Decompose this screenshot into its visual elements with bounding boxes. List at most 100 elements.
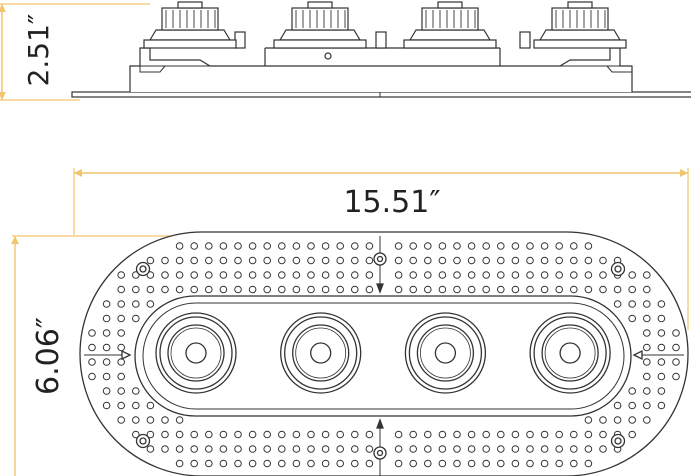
perforation-dot	[584, 285, 593, 294]
perforation-dot	[409, 271, 418, 279]
perforation-dot	[643, 343, 651, 352]
perforation-dot	[102, 300, 111, 308]
side-screw-hole	[324, 52, 332, 60]
perforation-dot	[394, 445, 403, 453]
perforation-dot	[117, 300, 125, 308]
perforation-dot	[628, 401, 637, 410]
perforation-dot	[365, 445, 374, 453]
perforation-dot	[497, 242, 505, 250]
perforation-dot	[511, 271, 520, 279]
perforation-dot	[292, 459, 301, 468]
perforation-dot	[248, 256, 257, 265]
mounting-hole	[610, 433, 626, 449]
perforation-dot	[628, 387, 637, 395]
perforation-dot	[570, 271, 578, 279]
perforation-dot	[409, 459, 418, 468]
perforation-dot	[205, 430, 213, 439]
perforation-dot	[175, 416, 184, 424]
perforation-dot	[292, 242, 301, 250]
perforation-dot	[175, 271, 184, 279]
perforation-dot	[409, 242, 418, 250]
mounting-hole	[135, 433, 151, 449]
top-trim-inner	[142, 302, 625, 410]
perforation-dot	[146, 256, 155, 265]
perforation-dot	[248, 445, 257, 453]
perforation-dot	[570, 285, 578, 294]
perforation-dot	[146, 271, 155, 279]
perforation-dot	[409, 430, 418, 439]
perforation-dot	[453, 242, 461, 250]
perforation-dot	[321, 271, 330, 279]
perforation-dot	[672, 329, 680, 337]
perforation-dot	[351, 271, 359, 279]
perforation-dot	[365, 242, 374, 250]
perforation-dot	[643, 387, 651, 395]
perforation-dot	[307, 430, 315, 439]
perforation-dot	[292, 256, 301, 265]
perforation-dot	[482, 445, 491, 453]
perforation-dot	[497, 445, 505, 453]
perforation-dot	[336, 445, 345, 453]
perforation-dot	[555, 271, 564, 279]
perforation-dot	[234, 271, 242, 279]
perforation-dot	[219, 242, 228, 250]
perforation-dot	[248, 459, 257, 468]
perforation-dot	[132, 430, 140, 439]
perforation-dot	[526, 242, 534, 250]
perforation-dot	[584, 416, 593, 424]
perforation-dot	[321, 285, 330, 294]
perforation-dot	[599, 430, 607, 439]
perforation-dot	[132, 314, 140, 323]
perforation-dot	[453, 271, 461, 279]
perforation-dot	[132, 401, 140, 410]
perforation-dot	[628, 314, 637, 323]
perforation-dot	[248, 285, 257, 294]
perforation-dot	[263, 285, 272, 294]
perforation-dot	[219, 459, 228, 468]
perforation-dot	[657, 372, 666, 381]
perforation-dot	[307, 459, 315, 468]
perforation-dot	[88, 358, 96, 366]
perforation-dot	[219, 445, 228, 453]
perforation-dot	[453, 256, 461, 265]
perforation-dot	[292, 445, 301, 453]
perforation-dot	[453, 445, 461, 453]
side-housing	[129, 47, 633, 92]
perforation-dot	[365, 430, 374, 439]
perforation-dot	[205, 285, 213, 294]
perforation-dot	[307, 242, 315, 250]
perforation-dot	[278, 285, 286, 294]
perforation-dot	[190, 430, 198, 439]
perforation-dot	[657, 314, 666, 323]
perforation-dot	[482, 430, 491, 439]
perforation-dot	[278, 445, 286, 453]
perforation-dot	[117, 358, 125, 366]
perforation-dot	[540, 445, 549, 453]
perforation-dot	[438, 430, 447, 439]
perforation-dot	[599, 416, 607, 424]
perforation-dot	[511, 285, 520, 294]
perforation-dot	[409, 445, 418, 453]
perforation-dot	[555, 285, 564, 294]
perforation-dot	[117, 416, 125, 424]
perforation-dot	[132, 300, 140, 308]
perforation-dot	[628, 416, 637, 424]
perforation-dot	[497, 285, 505, 294]
perforation-dot	[394, 271, 403, 279]
perforation-dot	[657, 343, 666, 352]
perforation-dot	[190, 242, 198, 250]
perforation-dot	[351, 430, 359, 439]
perforation-dot	[584, 459, 593, 468]
top-height-label: 6.06″	[31, 317, 66, 395]
mounting-hole	[610, 261, 626, 277]
perforation-dot	[292, 430, 301, 439]
perforation-dot	[292, 285, 301, 294]
perforation-dot	[643, 358, 651, 366]
perforation-dot	[467, 242, 476, 250]
perforation-dot	[613, 300, 622, 308]
perforation-dot	[263, 430, 272, 439]
perforation-dot	[102, 314, 111, 323]
perforation-dot	[628, 271, 637, 279]
perforation-dot	[438, 285, 447, 294]
perforation-dot	[482, 271, 491, 279]
